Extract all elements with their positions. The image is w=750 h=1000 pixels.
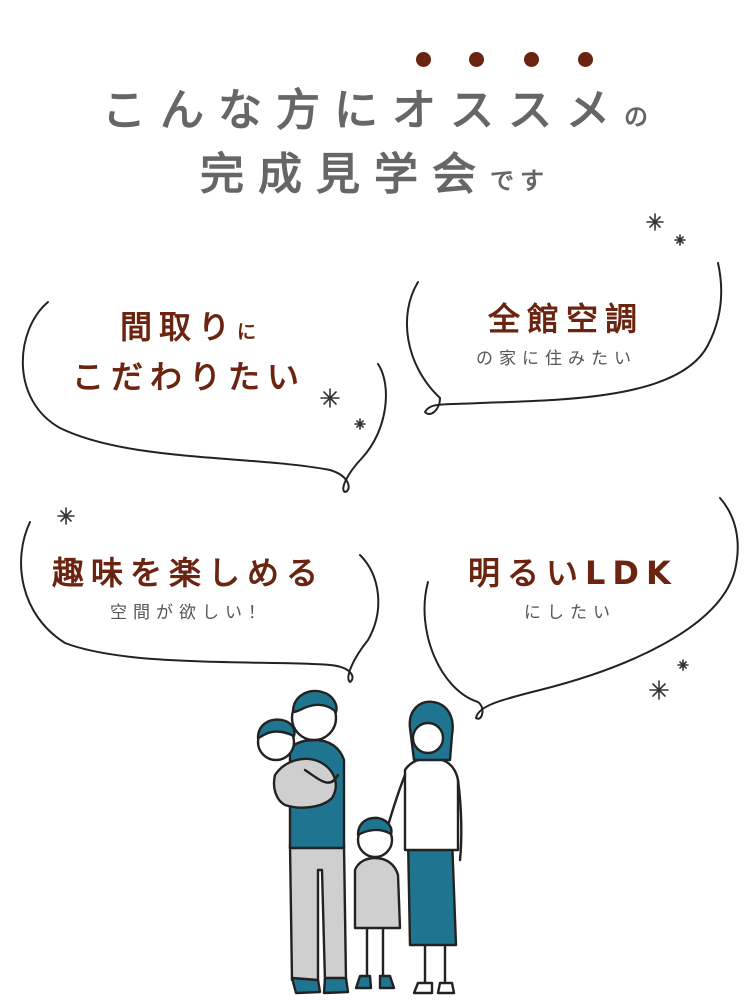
bubble-bright-ldk-title: 明るいLDK bbox=[468, 554, 678, 592]
title-particle: の bbox=[624, 103, 648, 131]
sparkle-icon bbox=[649, 680, 669, 700]
emphasis-dot bbox=[416, 52, 431, 67]
bubble-hobby-title: 趣味を楽しめる bbox=[52, 554, 326, 592]
bubble-title: 間取り bbox=[120, 308, 238, 346]
emphasis-dot bbox=[469, 52, 484, 67]
speech-bubble-outline bbox=[406, 262, 723, 416]
title-main: こんな方にオススメ bbox=[102, 85, 624, 136]
page-title-line2: 完成見学会です bbox=[0, 138, 750, 202]
title-main: 完成見学会 bbox=[200, 149, 490, 200]
bubble-full-aircon-title: 全館空調 bbox=[488, 300, 645, 338]
speech-bubble-outline bbox=[21, 301, 387, 493]
emphasis-dot bbox=[578, 52, 593, 67]
bubble-hobby-subtitle: 空間が欲しい！ bbox=[110, 603, 271, 623]
bubble-bright-ldk-subtitle: にしたい bbox=[524, 603, 616, 623]
sparkle-icon bbox=[677, 659, 689, 671]
sparkle-icon bbox=[320, 388, 340, 408]
family-of-four-illustration bbox=[256, 689, 463, 995]
sparkle-icon bbox=[57, 507, 75, 525]
sparkle-icon bbox=[354, 418, 366, 430]
title-suffix: です bbox=[490, 167, 550, 195]
sparkle-icon bbox=[646, 213, 664, 231]
page-title-line1: こんな方にオススメの bbox=[0, 74, 750, 138]
bubble-floor-plan-title-line2: こだわりたい bbox=[72, 358, 307, 396]
bubble-title-particle: に bbox=[237, 321, 257, 343]
bubble-full-aircon-subtitle: の家に住みたい bbox=[476, 349, 637, 369]
speech-bubble-outline bbox=[20, 521, 380, 683]
speech-bubble-outline bbox=[423, 497, 739, 720]
emphasis-dot bbox=[524, 52, 539, 67]
emphasis-dots bbox=[410, 52, 610, 68]
bubble-floor-plan-title: 間取りに bbox=[120, 302, 256, 348]
sparkle-icon bbox=[674, 234, 686, 246]
